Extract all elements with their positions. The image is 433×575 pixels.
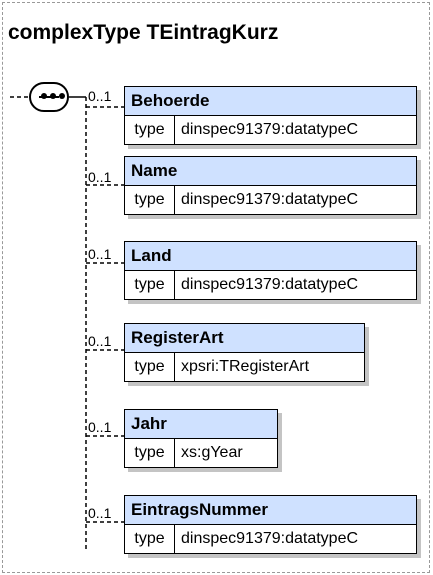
multiplicity-name: 0..1 — [88, 169, 112, 185]
type-value: dinspec91379:datatypeC — [181, 276, 359, 293]
element-name-card: Name type dinspec91379:datatypeC — [124, 156, 417, 215]
multiplicity-registerart: 0..1 — [88, 333, 112, 349]
diagram-title: complexType TEintragKurz — [8, 21, 279, 44]
multiplicity-land: 0..1 — [88, 246, 112, 262]
type-label: type — [125, 439, 175, 467]
type-value: xs:gYear — [181, 444, 243, 461]
type-label: type — [125, 116, 175, 144]
element-name: Behoerde — [125, 87, 416, 116]
multiplicity-behoerde: 0..1 — [88, 88, 112, 104]
element-registerart: RegisterArt type xpsri:TRegisterArt — [124, 323, 365, 382]
type-value: dinspec91379:datatypeC — [181, 191, 359, 208]
multiplicity-jahr: 0..1 — [88, 419, 112, 435]
element-eintragsnummer: EintragsNummer type dinspec91379:datatype… — [124, 495, 417, 554]
type-value: xpsri:TRegisterArt — [181, 358, 310, 375]
type-value: dinspec91379:datatypeC — [181, 530, 359, 547]
element-name: Name — [125, 157, 416, 186]
element-name: Land — [125, 242, 416, 271]
element-land: Land type dinspec91379:datatypeC — [124, 241, 417, 300]
type-value: dinspec91379:datatypeC — [181, 121, 359, 138]
type-label: type — [125, 271, 175, 299]
sequence-compositor-icon — [29, 82, 69, 112]
type-label: type — [125, 186, 175, 214]
element-jahr: Jahr type xs:gYear — [124, 409, 278, 468]
element-name: EintragsNummer — [125, 496, 416, 525]
type-label: type — [125, 353, 175, 381]
element-name: RegisterArt — [125, 324, 364, 353]
type-label: type — [125, 525, 175, 553]
element-behoerde: Behoerde type dinspec91379:datatypeC — [124, 86, 417, 145]
multiplicity-eintragsnummer: 0..1 — [88, 505, 112, 521]
element-name: Jahr — [125, 410, 277, 439]
